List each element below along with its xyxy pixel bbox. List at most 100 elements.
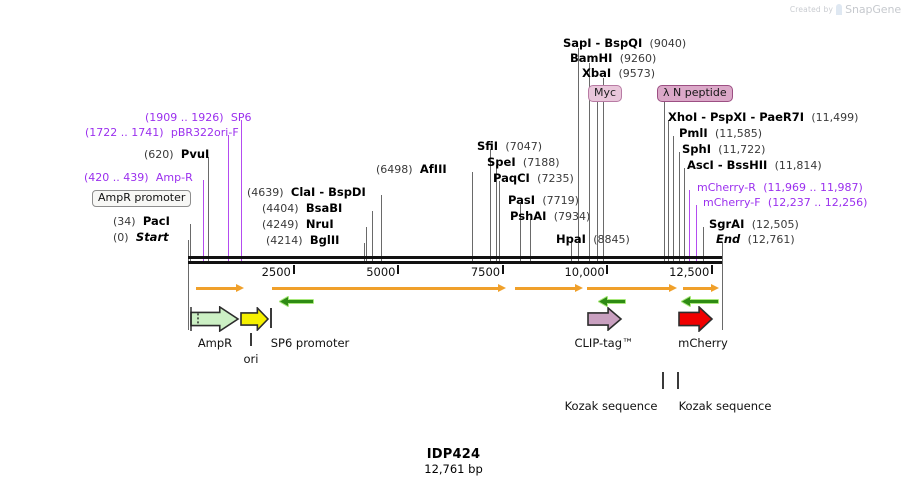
end-feature-position: (12,761): [747, 233, 795, 246]
mcherry-f-primer-text: mCherry-F: [703, 196, 761, 209]
site-line-sphi: [679, 152, 680, 264]
pmli-site[interactable]: PmlI (11,585): [679, 127, 762, 140]
paci-site[interactable]: (34) PacI: [113, 215, 170, 228]
orf-rev-2-arrow-icon: [598, 296, 626, 307]
aflii-site-position: (6498): [376, 163, 413, 176]
ruler-label-2500: 2500: [261, 265, 291, 279]
amp-r-primer[interactable]: (420 .. 439) Amp-R: [84, 171, 193, 184]
orf-rev-1-arrow-icon: [279, 296, 314, 307]
pbr322ori-f-primer[interactable]: (1722 .. 1741) pBR322ori-F: [85, 126, 239, 139]
mcherry-feature-shape[interactable]: [678, 306, 714, 332]
orf-fwd-2-arrowhead-icon: [498, 284, 506, 292]
orf-fwd-1[interactable]: [196, 284, 244, 293]
orf-fwd-3[interactable]: [515, 284, 583, 293]
snapgene-logo-icon: [836, 4, 843, 15]
pvui-site[interactable]: (620) PvuI: [144, 148, 209, 161]
sfii-site-text: SfiI: [477, 139, 499, 153]
pshai-site[interactable]: PshAI (7934): [510, 210, 590, 223]
bglii-site[interactable]: (4214) BglII: [266, 234, 339, 247]
orf-rev-3-arrow-icon: [681, 296, 719, 307]
sapi-bspqi-site-position: (9040): [649, 37, 687, 50]
amp-r-primer-position: (420 .. 439): [84, 171, 149, 184]
orf-fwd-5[interactable]: [683, 284, 719, 293]
kozak-sequence-1-label: Kozak sequence: [564, 399, 658, 413]
sp6-promoter-feature-shape[interactable]: [270, 308, 272, 328]
site-line-xbai: [603, 78, 604, 264]
snapgene-watermark: Created by SnapGene: [790, 3, 901, 16]
site-line-asci: [684, 168, 685, 264]
ampr-feature-shape[interactable]: [190, 306, 240, 332]
clip-tag-feature-shape[interactable]: [587, 307, 623, 331]
sp6-primer-text: SP6: [230, 111, 252, 124]
ori-feature-shape[interactable]: [240, 307, 270, 331]
site-line-sgrai: [703, 227, 704, 264]
sapi-bspqi-site[interactable]: SapI - BspQI (9040): [563, 37, 686, 50]
nrui-site[interactable]: (4249) NruI: [262, 218, 334, 231]
clip-tag-feature-label: CLIP-tag™: [574, 336, 634, 350]
nrui-site-position: (4249): [262, 218, 299, 231]
site-line-pvui: [208, 157, 209, 264]
mcherry-r-primer-text: mCherry-R: [697, 181, 756, 194]
ruler-label-12500: 12,500: [669, 265, 710, 279]
ori-feature-connector: [250, 333, 252, 346]
paqci-site[interactable]: PaqCI (7235): [493, 172, 574, 185]
orf-rev-3[interactable]: [681, 296, 719, 307]
sphi-site-text: SphI: [682, 142, 711, 156]
myc-badge[interactable]: Myc: [588, 85, 623, 102]
ruler-tick-10000: [606, 265, 609, 274]
sgrai-site[interactable]: SgrAI (12,505): [709, 218, 799, 231]
ruler-tick-7500: [501, 265, 504, 274]
orf-fwd-2-shaft: [272, 287, 499, 290]
xbai-site[interactable]: XbaI (9573): [582, 67, 655, 80]
sp6-primer-position: (1909 .. 1926): [145, 111, 224, 124]
ruler-tick-2500: [292, 265, 295, 274]
aflii-site[interactable]: (6498) AfIII: [376, 163, 447, 176]
orf-rev-1[interactable]: [279, 296, 314, 307]
ruler-label-7500: 7500: [470, 265, 501, 279]
mcherry-f-primer[interactable]: mCherry-F (12,237 .. 12,256): [703, 196, 867, 209]
lambda-n-peptide-badge[interactable]: λ N peptide: [657, 85, 733, 102]
bsabi-site[interactable]: (4404) BsaBI: [262, 202, 342, 215]
mcherry-r-primer-position: (11,969 .. 11,987): [763, 181, 863, 194]
plasmid-title: IDP424 12,761 bp: [0, 447, 907, 476]
xhoi-pspxi-paer7i-site[interactable]: XhoI - PspXI - PaeR7I (11,499): [668, 111, 858, 124]
clai-bspdi-site[interactable]: (4639) ClaI - BspDI: [247, 186, 366, 199]
sp6-primer[interactable]: (1909 .. 1926) SP6: [145, 111, 252, 124]
plasmid-name: IDP424: [426, 447, 481, 462]
ampr-promoter-badge[interactable]: AmpR promoter: [92, 190, 192, 207]
site-line-xhoi: [668, 120, 669, 264]
orf-fwd-2[interactable]: [272, 284, 506, 293]
mcherry-r-primer[interactable]: mCherry-R (11,969 .. 11,987): [697, 181, 863, 194]
site-line-paqci: [499, 181, 500, 264]
hpai-site-text: HpaI: [556, 232, 586, 246]
pasi-site-position: (7719): [542, 194, 579, 207]
site-line-sp6: [241, 120, 242, 264]
bamhi-site[interactable]: BamHI (9260): [570, 52, 656, 65]
orf-fwd-1-shaft: [196, 287, 237, 290]
site-line-pasi: [520, 203, 521, 264]
xhoi-pspxi-paer7i-site-position: (11,499): [811, 111, 859, 124]
spei-site-position: (7188): [522, 156, 560, 169]
kozak-sequence-1-tick[interactable]: [662, 372, 664, 389]
sfii-site[interactable]: SfiI (7047): [477, 140, 542, 153]
kozak-sequence-2-tick[interactable]: [677, 372, 679, 389]
backbone-strand-1: [188, 256, 722, 259]
asci-bsshii-site[interactable]: AscI - BssHII (11,814): [687, 159, 822, 172]
ruler-tick-5000: [397, 265, 400, 274]
end-feature[interactable]: End (12,761): [716, 233, 795, 246]
start-feature[interactable]: (0) Start: [113, 231, 169, 244]
sgrai-site-text: SgrAI: [709, 217, 745, 231]
orf-fwd-4[interactable]: [587, 284, 677, 293]
sphi-site[interactable]: SphI (11,722): [682, 143, 765, 156]
pasi-site[interactable]: PasI (7719): [508, 194, 579, 207]
orf-rev-2[interactable]: [598, 296, 626, 307]
paci-site-position: (34): [113, 215, 136, 228]
site-line-clai: [381, 195, 382, 264]
hpai-site[interactable]: HpaI (8845): [556, 233, 630, 246]
orf-fwd-3-arrowhead-icon: [575, 284, 583, 292]
mcherry-f-primer-position: (12,237 .. 12,256): [767, 196, 868, 209]
site-line-hpai: [571, 242, 572, 264]
xbai-site-text: XbaI: [582, 66, 612, 80]
spei-site[interactable]: SpeI (7188): [487, 156, 559, 169]
site-line-ampr-primer: [203, 180, 204, 264]
